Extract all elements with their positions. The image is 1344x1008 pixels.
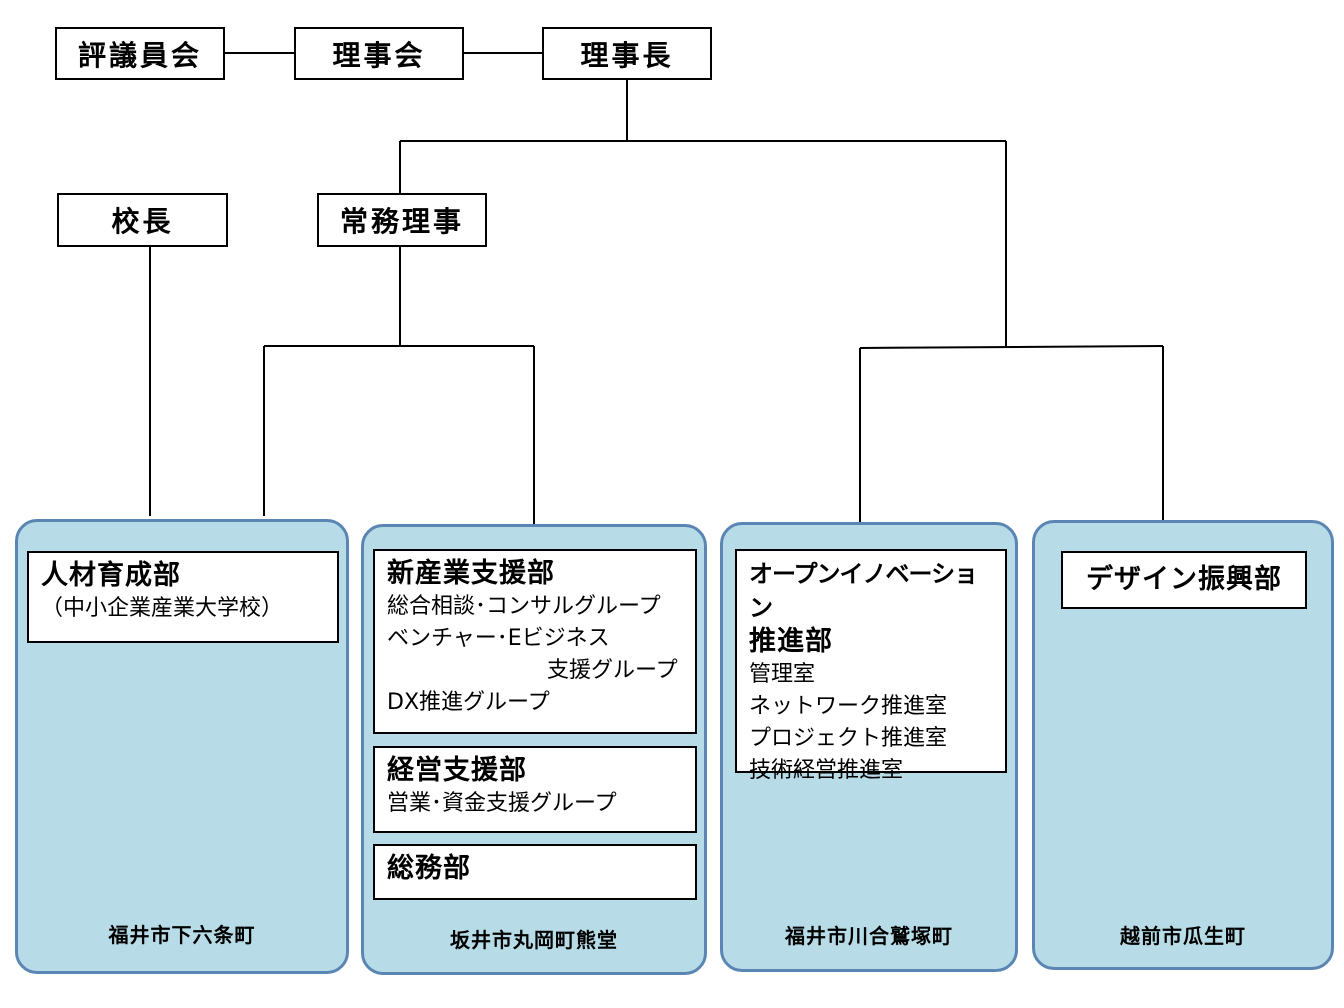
dept-jinzai-sub: （中小企業産業大学校） bbox=[41, 596, 284, 621]
dept-jinzai-title: 人材育成部 bbox=[41, 560, 181, 591]
shinsangyo-line-3: 支援グループ bbox=[547, 658, 678, 683]
panel2-location: 坂井市丸岡町熊堂 bbox=[450, 928, 618, 952]
panel-shimorokujo: 人材育成部 （中小企業産業大学校） 福井市下六条町 bbox=[15, 519, 349, 974]
oi-line-4: 技術経営推進室 bbox=[749, 758, 904, 783]
dept-design-shinko: デザイン振興部 bbox=[1061, 551, 1307, 609]
dept-shinsangyo-shien: 新産業支援部 総合相談･コンサルグループ ベンチャー･Eビジネス 支援グループ … bbox=[373, 549, 697, 734]
box-rijikai: 理事会 bbox=[294, 27, 464, 80]
box-rijicho: 理事長 bbox=[542, 27, 712, 80]
dept-design-title: デザイン振興部 bbox=[1086, 564, 1282, 595]
shinsangyo-line-4: DX推進グループ bbox=[387, 690, 550, 715]
keiei-line-1: 営業･資金支援グループ bbox=[387, 791, 617, 816]
dept-oi-title-1: オープンイノベーション bbox=[749, 560, 978, 622]
oi-line-1: 管理室 bbox=[749, 662, 816, 687]
dept-jinzai-ikusei: 人材育成部 （中小企業産業大学校） bbox=[27, 551, 339, 643]
dept-keiei-shien: 経営支援部 営業･資金支援グループ bbox=[373, 746, 697, 833]
link-right-branch bbox=[859, 345, 1164, 349]
panel3-location: 福井市川合鷲塚町 bbox=[785, 924, 953, 948]
shinsangyo-line-2: ベンチャー･Eビジネス bbox=[387, 626, 610, 651]
dept-somu: 総務部 bbox=[373, 844, 697, 900]
rijikai-label: 理事会 bbox=[332, 38, 426, 72]
oi-line-3: プロジェクト推進室 bbox=[749, 726, 948, 751]
dept-somu-title: 総務部 bbox=[387, 853, 471, 884]
panel1-location: 福井市下六条町 bbox=[108, 923, 256, 947]
hyogiinkai-label: 評議員会 bbox=[77, 38, 202, 72]
box-jomu-riji: 常務理事 bbox=[317, 193, 487, 247]
panel4-location: 越前市瓜生町 bbox=[1120, 924, 1246, 948]
dept-shinsangyo-title: 新産業支援部 bbox=[387, 558, 555, 589]
panel-maruoka: 新産業支援部 総合相談･コンサルグループ ベンチャー･Eビジネス 支援グループ … bbox=[361, 524, 707, 975]
box-kocho: 校長 bbox=[57, 193, 228, 247]
panel-kawaiwashizuka: オープンイノベーション 推進部 管理室 ネットワーク推進室 プロジェクト推進室 … bbox=[720, 522, 1018, 972]
panel-uryu: デザイン振興部 越前市瓜生町 bbox=[1032, 520, 1334, 970]
dept-open-innovation: オープンイノベーション 推進部 管理室 ネットワーク推進室 プロジェクト推進室 … bbox=[735, 549, 1007, 783]
jomu-riji-label: 常務理事 bbox=[339, 205, 464, 238]
kocho-label: 校長 bbox=[111, 205, 174, 238]
dept-keiei-title: 経営支援部 bbox=[387, 755, 527, 786]
shinsangyo-line-1: 総合相談･コンサルグループ bbox=[387, 594, 661, 619]
oi-line-2: ネットワーク推進室 bbox=[749, 694, 948, 719]
rijicho-label: 理事長 bbox=[580, 38, 674, 72]
dept-oi-title-2: 推進部 bbox=[749, 626, 833, 657]
box-hyogiinkai: 評議員会 bbox=[55, 27, 225, 80]
